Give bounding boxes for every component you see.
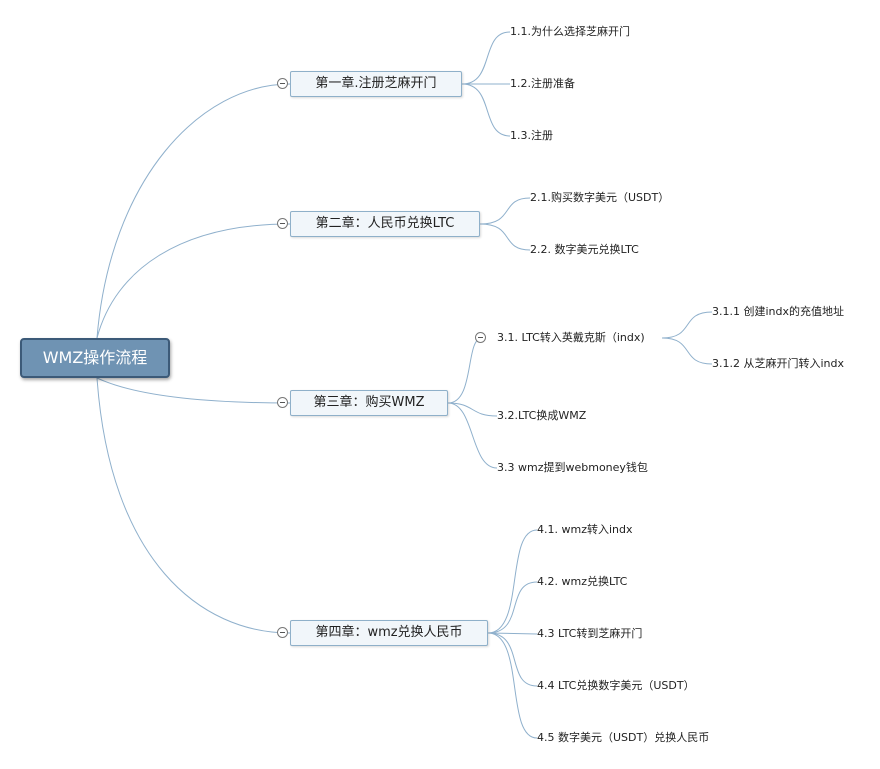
topic-1-3[interactable]: 1.3.注册 [510,129,553,142]
link-ch3-2 [447,402,498,417]
topic-4-1[interactable]: 4.1. wmz转入indx [537,523,633,536]
link-ch3-1 [447,337,483,404]
link-ch4-2 [487,581,538,634]
link-ch2-2 [479,223,531,251]
link-root-ch1 [96,83,291,339]
chapter-2-topic[interactable]: 第二章：人民币兑换LTC [290,211,480,237]
chapter-1-topic[interactable]: 第一章.注册芝麻开门 [290,71,462,97]
link-ch1-3 [461,83,511,137]
collapse-toggle-ch1[interactable] [277,78,288,89]
collapse-toggle-ch4[interactable] [277,627,288,638]
topic-2-2[interactable]: 2.2. 数字美元兑换LTC [530,243,639,256]
link-ch1-1 [461,31,511,85]
collapse-toggle-ch2[interactable] [277,218,288,229]
collapse-toggle-ch3[interactable] [277,397,288,408]
link-ch2-1 [479,197,531,225]
topic-4-5[interactable]: 4.5 数字美元（USDT）兑换人民币 [537,731,710,744]
link-ch4-3 [487,632,538,635]
link-ch4-1 [487,529,538,634]
link-root-ch4 [96,377,291,634]
root-topic[interactable]: WMZ操作流程 [20,338,170,378]
link-ch4-5 [487,632,538,739]
topic-1-1[interactable]: 1.1.为什么选择芝麻开门 [510,25,630,38]
topic-3-2[interactable]: 3.2.LTC换成WMZ [497,409,587,422]
link-31-1 [661,311,713,339]
link-ch4-4 [487,632,538,687]
chapter-3-topic[interactable]: 第三章：购买WMZ [290,390,448,416]
topic-3-1[interactable]: 3.1. LTC转入英戴克斯（indx) [497,331,645,344]
collapse-toggle-3-1[interactable] [475,332,486,343]
topic-4-4[interactable]: 4.4 LTC兑换数字美元（USDT） [537,679,695,692]
topic-4-3[interactable]: 4.3 LTC转到芝麻开门 [537,627,643,640]
topic-3-3[interactable]: 3.3 wmz提到webmoney钱包 [497,461,648,474]
link-31-2 [661,337,713,365]
topic-3-1-2[interactable]: 3.1.2 从芝麻开门转入indx [712,357,845,370]
link-root-ch3 [96,377,291,404]
link-root-ch2 [96,223,291,339]
topic-2-1[interactable]: 2.1.购买数字美元（USDT） [530,191,670,204]
topic-3-1-1[interactable]: 3.1.1 创建indx的充值地址 [712,305,845,318]
topic-1-2[interactable]: 1.2.注册准备 [510,77,575,90]
topic-4-2[interactable]: 4.2. wmz兑换LTC [537,575,628,588]
chapter-4-topic[interactable]: 第四章：wmz兑换人民币 [290,620,488,646]
link-ch3-3 [447,402,498,469]
